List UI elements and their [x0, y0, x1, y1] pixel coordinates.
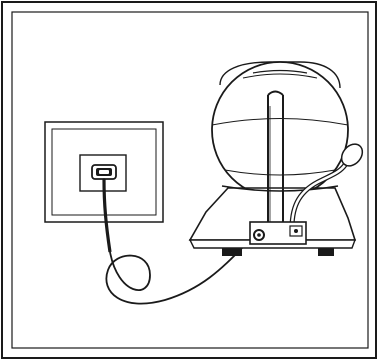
usb-port — [91, 164, 117, 180]
cable-segment — [102, 178, 112, 253]
inner-border — [11, 11, 369, 349]
camera-base — [188, 185, 357, 256]
power-jack — [249, 221, 307, 245]
microphone — [289, 143, 364, 231]
antenna — [267, 90, 284, 228]
